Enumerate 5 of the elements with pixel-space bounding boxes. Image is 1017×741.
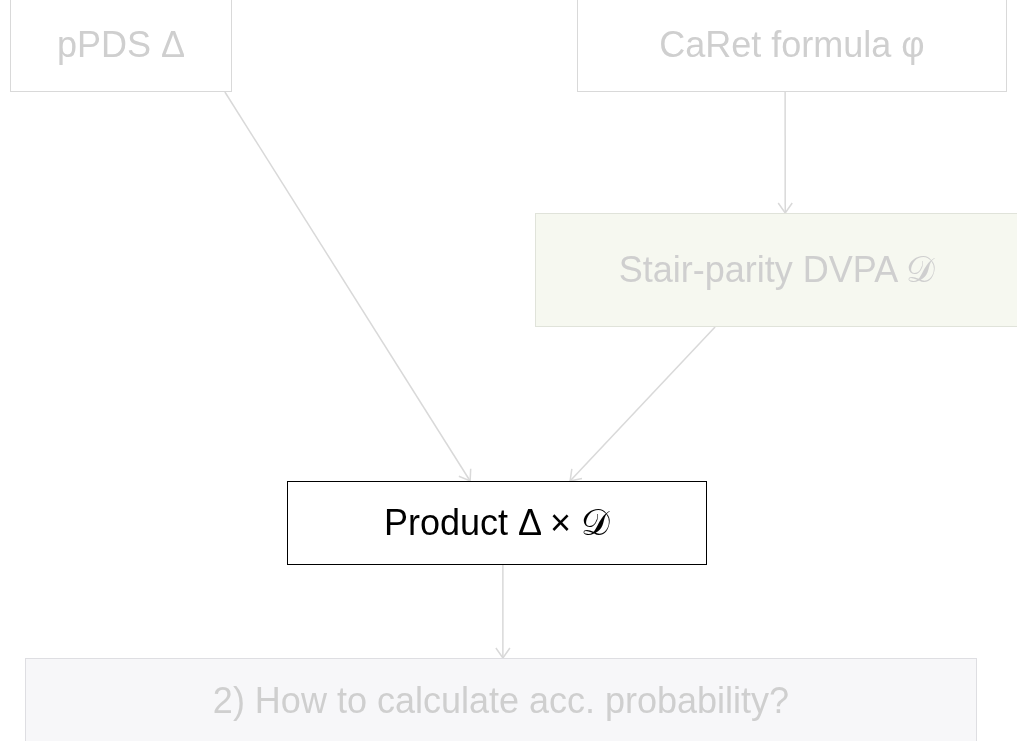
arrow <box>569 326 716 482</box>
arrow <box>495 564 511 659</box>
arrow <box>224 91 472 482</box>
arrow <box>777 91 793 214</box>
product-box: Product Δ × 𝒟 <box>287 481 707 565</box>
